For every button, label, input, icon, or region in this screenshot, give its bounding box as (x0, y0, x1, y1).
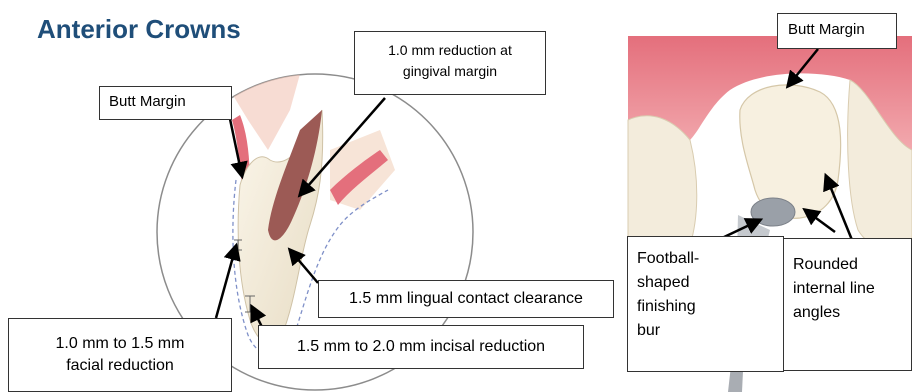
label-text: 1.5 mm lingual contact clearance (349, 290, 583, 307)
label-text-line1: 1.0 mm to 1.5 mm (9, 333, 231, 355)
label-butt-margin-right: Butt Margin (777, 13, 897, 49)
label-text-line2: shaped (637, 271, 783, 295)
label-text-line1: 1.0 mm reduction at (355, 40, 545, 61)
label-text-line2: facial reduction (9, 355, 231, 377)
label-text-line2: internal line (793, 277, 911, 301)
label-text-line2: gingival margin (355, 61, 545, 82)
label-internal-angles: Rounded internal line angles (783, 238, 912, 371)
label-lingual-clearance: 1.5 mm lingual contact clearance (318, 280, 614, 318)
label-text: Butt Margin (109, 93, 186, 110)
label-text-line3: finishing (637, 295, 783, 319)
label-text-line1: Rounded (793, 253, 911, 277)
page-title: Anterior Crowns (37, 14, 241, 45)
label-text-line1: Football- (637, 247, 783, 271)
label-text: 1.5 mm to 2.0 mm incisal reduction (297, 338, 545, 355)
label-bur: Football- shaped finishing bur (627, 236, 784, 372)
label-butt-margin-left: Butt Margin (99, 86, 232, 120)
label-gingival-reduction: 1.0 mm reduction at gingival margin (354, 31, 546, 95)
label-text-line3: angles (793, 301, 911, 325)
label-facial-reduction: 1.0 mm to 1.5 mm facial reduction (8, 318, 232, 392)
label-incisal-reduction: 1.5 mm to 2.0 mm incisal reduction (258, 325, 584, 369)
label-text-line4: bur (637, 319, 783, 343)
label-text: Butt Margin (788, 21, 865, 38)
